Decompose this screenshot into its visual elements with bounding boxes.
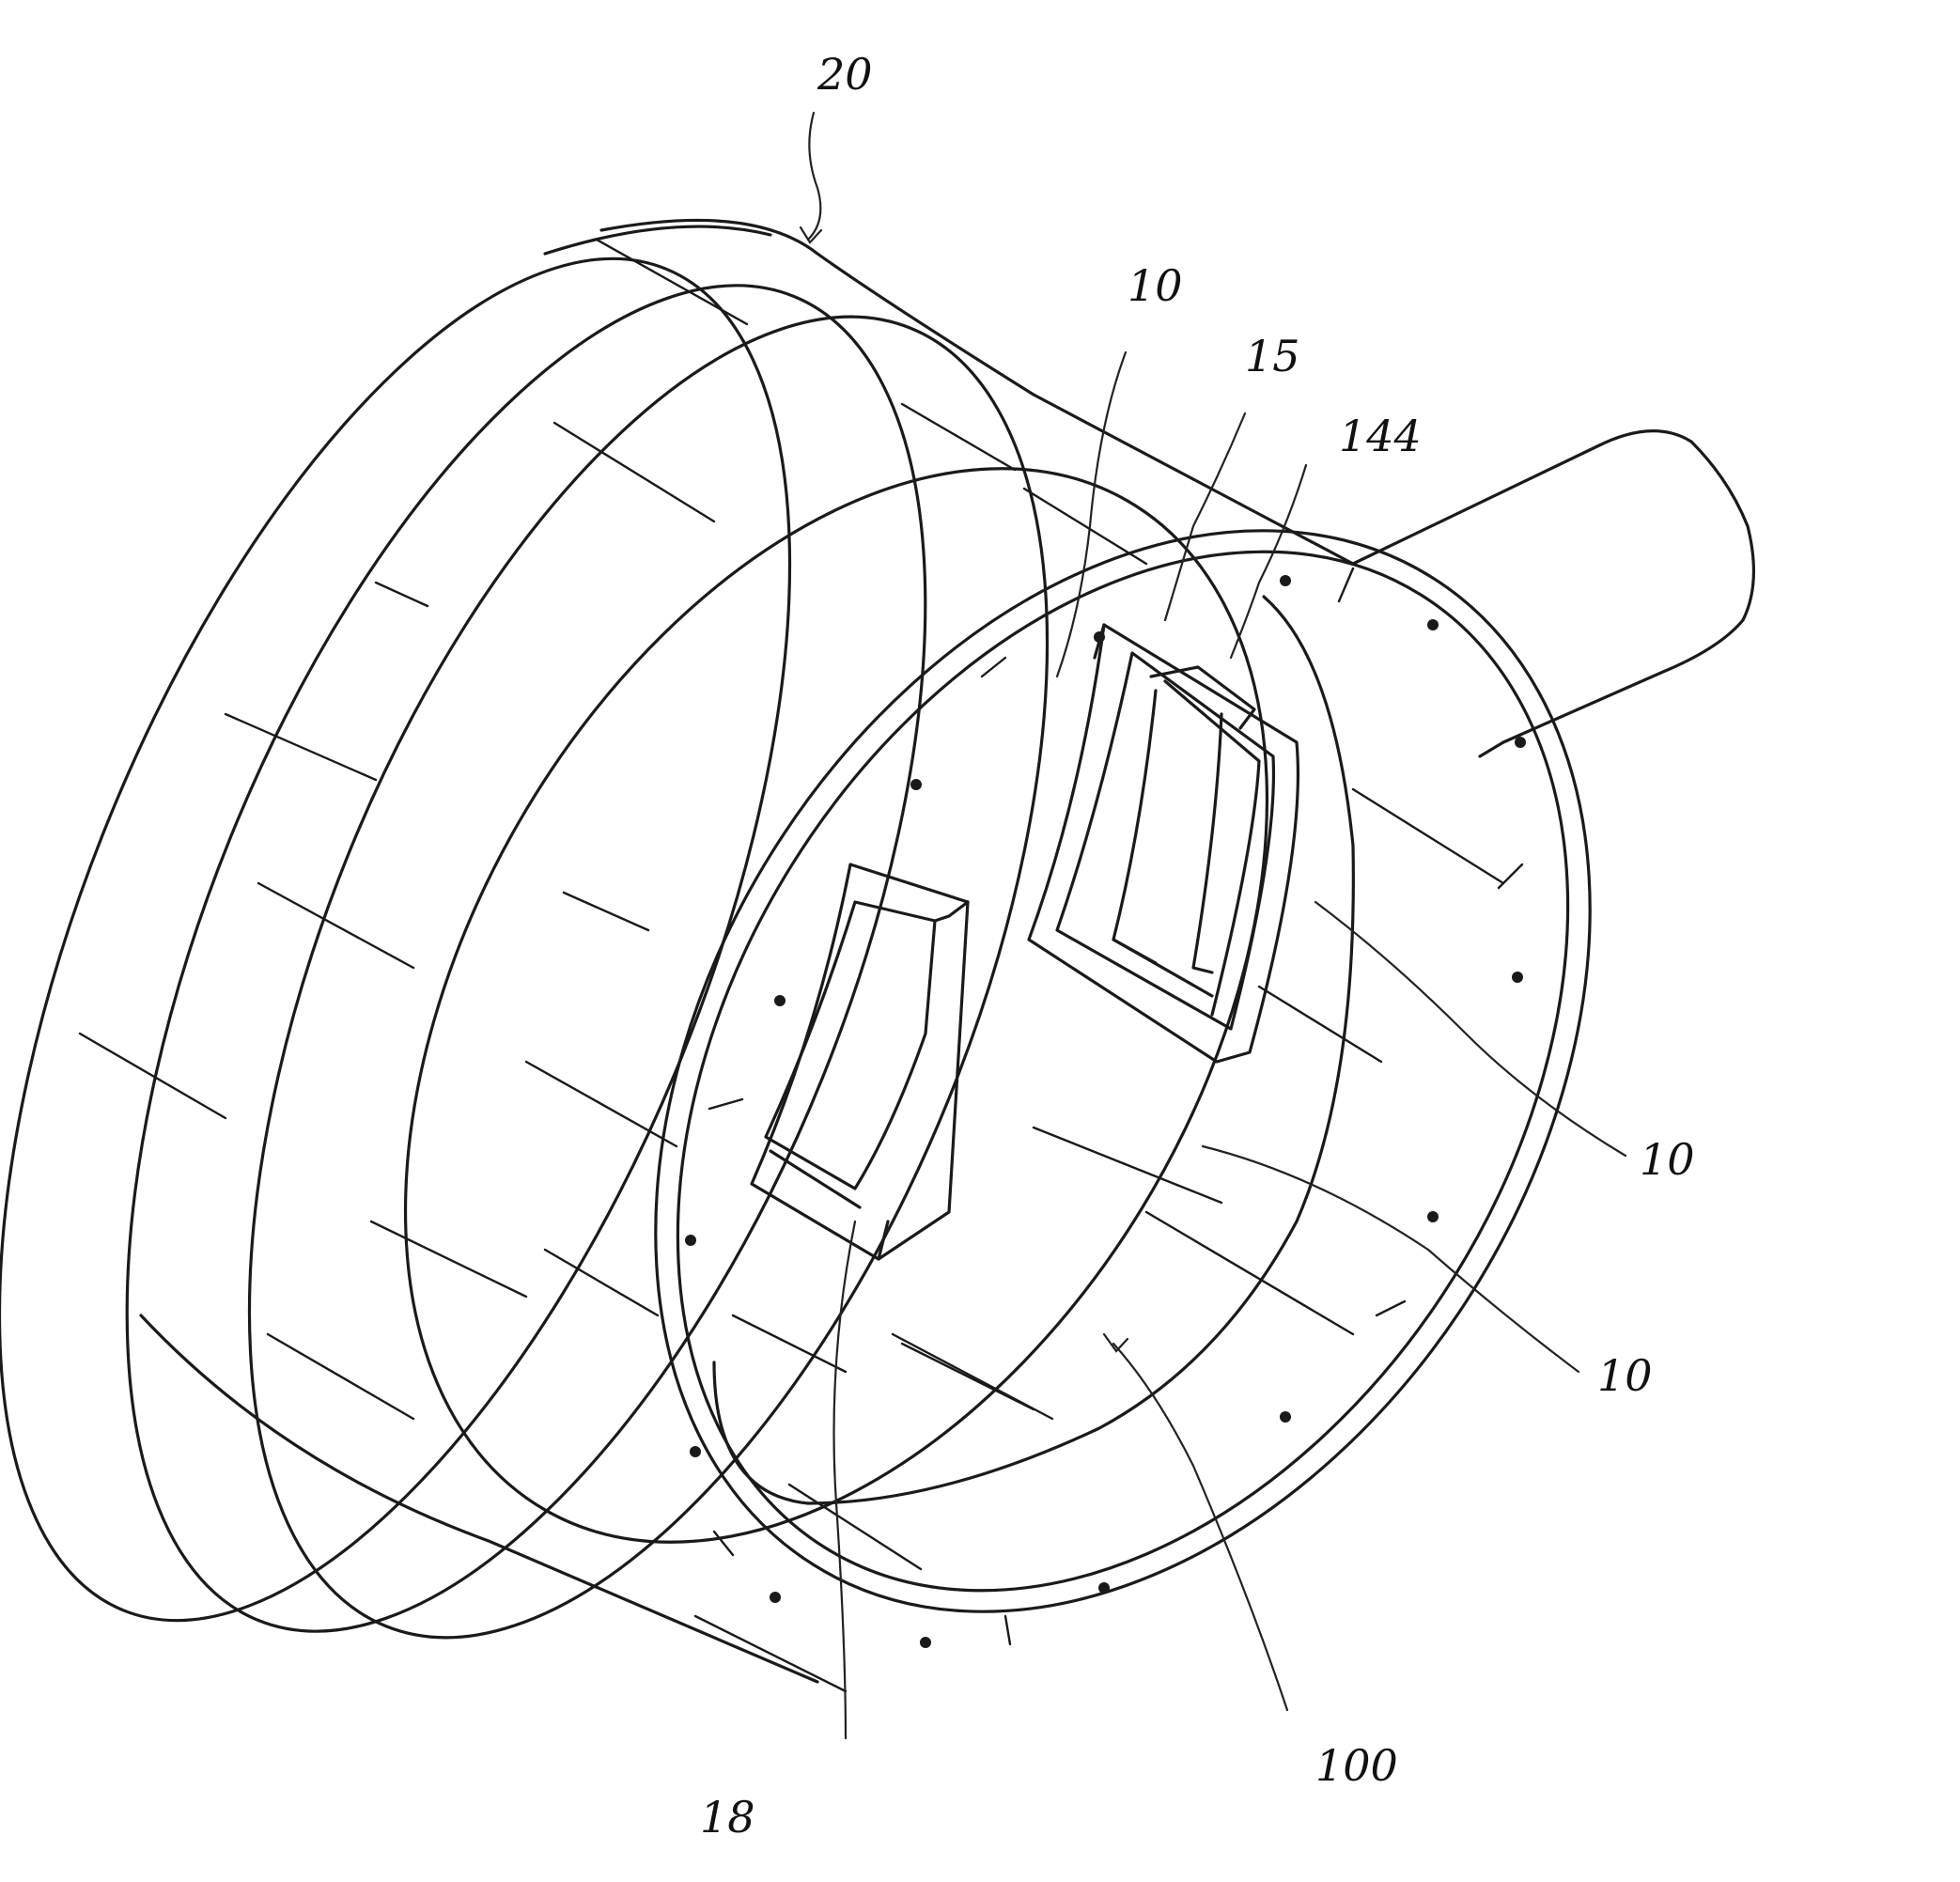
front-flange-ring [654,529,1592,1648]
arrow-100 [1102,1332,1129,1353]
shaft [1351,429,1756,758]
upper-window-insert [1027,623,1300,1064]
leader-lines [799,111,1627,1740]
reference-labels: 20 10 15 144 10 10 18 100 [700,49,1695,1843]
label-18: 18 [700,1792,755,1843]
label-10-top: 10 [1128,260,1183,311]
label-10-right: 10 [1640,1134,1695,1185]
label-100: 100 [1315,1740,1398,1791]
outer-drum [0,218,1505,1693]
leader-20 [806,111,822,241]
leader-15 [1163,412,1247,622]
label-144: 144 [1339,411,1422,461]
leader-100 [1112,1342,1289,1712]
inner-bore [712,595,1355,1505]
label-15: 15 [1245,331,1300,381]
leader-10a [1055,350,1128,678]
leader-144 [1229,463,1308,660]
lower-window-insert [750,863,970,1261]
label-20: 20 [817,49,873,100]
label-10-lower: 10 [1597,1350,1653,1401]
leader-10b [1314,900,1627,1158]
leader-18 [832,1220,857,1740]
leader-10c [1201,1144,1580,1374]
arrow-20 [799,226,823,244]
